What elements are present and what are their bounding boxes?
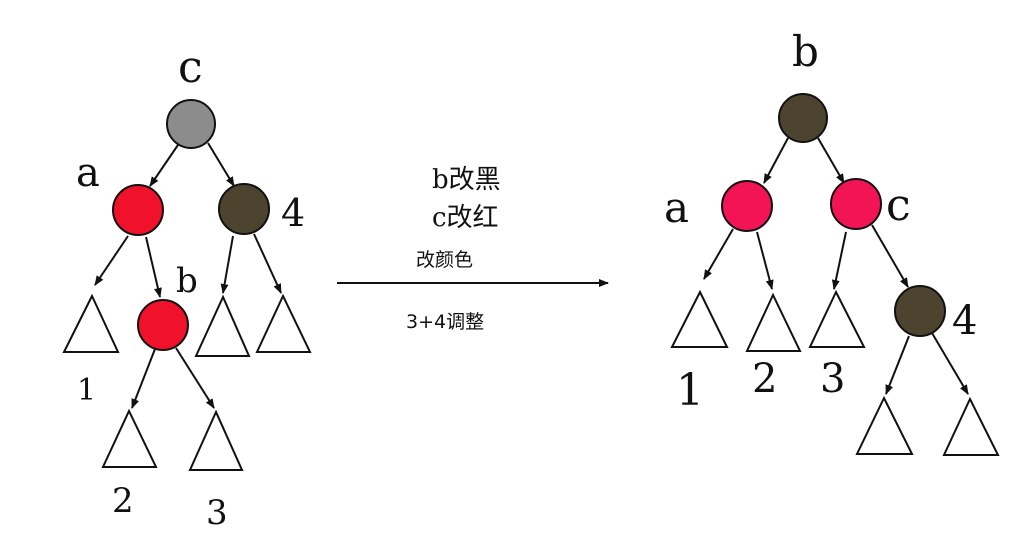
node-b [778, 93, 828, 143]
edge-a-leaf2 [756, 231, 774, 290]
label-b: b [176, 261, 198, 301]
edge-a-b [145, 236, 162, 298]
right-tree: b a c 4 1 2 3 [664, 27, 1000, 456]
node-b [137, 299, 189, 351]
edge-c-a [149, 141, 181, 187]
edge-b-leaf2 [131, 348, 156, 409]
label-leaf-3: 3 [206, 493, 228, 533]
label-leaf-2: 2 [752, 356, 777, 402]
node-a [721, 180, 773, 232]
edge-a-leaf1 [94, 235, 129, 286]
subtree-1 [670, 289, 729, 348]
note-b-to-black: b改黑 [432, 165, 501, 195]
subtree-1 [62, 293, 120, 353]
subtree-3 [188, 409, 244, 471]
node-c [830, 178, 882, 230]
edge-4-leaf-l [220, 235, 234, 294]
edge-b-leaf3 [175, 347, 215, 409]
subtree-left-of-4 [855, 395, 914, 455]
label-a: a [76, 150, 100, 196]
node-4 [894, 285, 946, 337]
step-3-plus-4-adjust: 3+4调整 [406, 311, 484, 333]
label-4: 4 [281, 191, 305, 235]
label-4: 4 [952, 298, 977, 344]
node-c [166, 99, 216, 149]
subtree-2 [101, 408, 158, 468]
edge-b-a [763, 137, 789, 184]
edge-b-c [817, 137, 845, 184]
label-leaf-1: 1 [676, 365, 704, 416]
node-4 [218, 183, 270, 235]
edge-4-leaf-l [885, 335, 910, 395]
subtree-3 [808, 289, 866, 348]
left-tree: c a 4 b 1 2 3 [62, 42, 312, 533]
label-c: c [886, 180, 911, 231]
subtree-left-of-4 [194, 294, 251, 357]
edge-c-4 [871, 224, 909, 288]
subtree-right-of-4 [942, 396, 1000, 456]
transformation: b改黑 c改红 改颜色 3+4调整 [337, 165, 609, 333]
label-leaf-1: 1 [77, 373, 96, 408]
edge-4-leaf-r [931, 332, 969, 395]
edge-c-leaf3 [831, 231, 847, 290]
node-a [112, 184, 164, 236]
note-c-to-red: c改红 [432, 203, 499, 233]
edge-4-leaf-r [253, 233, 282, 294]
edge-c-4 [207, 142, 235, 187]
label-leaf-2: 2 [112, 481, 134, 521]
subtree-right-of-4 [255, 293, 312, 353]
edge-a-leaf1 [703, 228, 734, 280]
label-c: c [178, 42, 203, 93]
subtree-2 [745, 292, 802, 352]
label-leaf-3: 3 [820, 356, 845, 402]
label-b: b [792, 27, 819, 76]
label-a: a [664, 183, 689, 232]
step-recolor: 改颜色 [416, 249, 473, 271]
